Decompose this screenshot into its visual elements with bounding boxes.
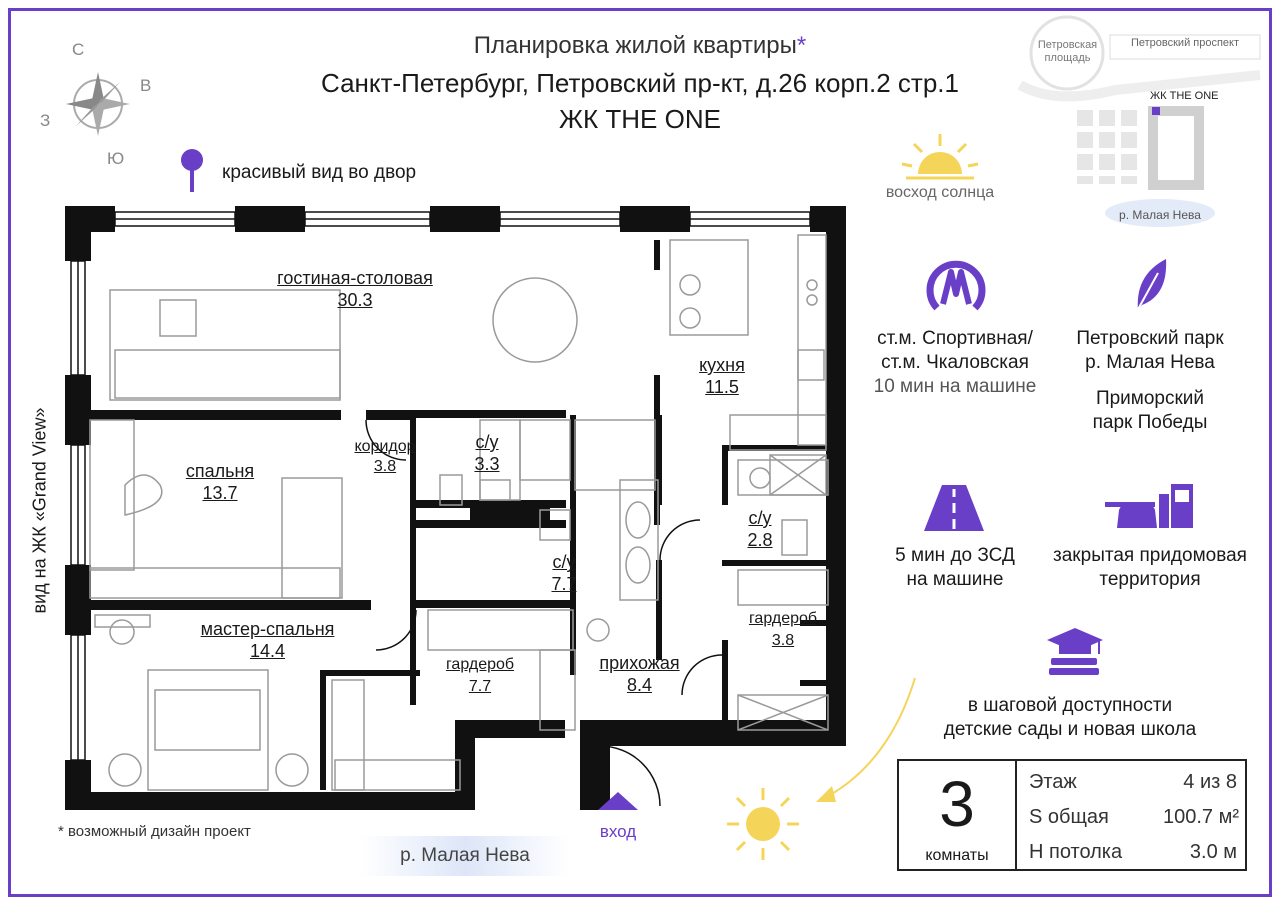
sunrise-label: восход солнца	[885, 184, 995, 201]
metro-icon	[926, 260, 986, 311]
summary-box: 3 комнаты Этаж 4 из 8 S общая 100.7 м² H…	[897, 759, 1247, 871]
entrance-label: вход	[599, 822, 637, 841]
rooms-label: комнаты	[925, 847, 989, 864]
compass-north: С	[72, 40, 85, 59]
floor-value: 4 из 8	[1183, 771, 1237, 793]
compass-icon	[66, 72, 130, 136]
page-frame	[8, 8, 1272, 897]
floor-plan	[65, 206, 846, 810]
location-minimap	[1017, 15, 1261, 227]
road-icon	[924, 485, 984, 531]
compass-west: З	[40, 111, 51, 130]
minimap-square-label: Петровская площадь	[1037, 39, 1098, 64]
sun-icon	[727, 788, 799, 860]
complex-name: ЖК THE ONE	[559, 104, 721, 134]
rooms-count: 3	[939, 768, 975, 840]
barrier-icon	[1105, 484, 1193, 528]
address: Санкт-Петербург, Петровский пр-кт, д.26 …	[321, 68, 959, 98]
sunrise-icon	[901, 134, 979, 180]
footnote: * возможный дизайн проект	[58, 823, 251, 840]
area-label: S общая	[1029, 806, 1109, 828]
view-note: красивый вид во двор	[222, 162, 417, 183]
minimap-river-label: р. Малая Нева	[1119, 208, 1201, 222]
minimap-avenue-label: Петровский проспект	[1130, 37, 1240, 49]
compass-east: В	[140, 76, 152, 95]
height-label: H потолка	[1029, 841, 1123, 863]
river-bottom-label: р. Малая Нева	[400, 845, 530, 866]
side-view-label: вид на ЖК «Grand View»	[29, 407, 50, 614]
sun-path-arrow	[816, 677, 916, 802]
minimap-complex-label: ЖК THE ONE	[1150, 90, 1219, 102]
school-icon	[1047, 628, 1103, 675]
floor-label: Этаж	[1029, 771, 1077, 793]
plan-title: Планировка жилой квартиры*	[473, 32, 807, 59]
compass-south: Ю	[107, 149, 125, 168]
location-pin-icon	[181, 149, 203, 192]
area-value: 100.7 м²	[1162, 806, 1239, 828]
leaf-icon	[1135, 259, 1167, 314]
river-band	[360, 836, 570, 876]
entrance-arrow-icon	[598, 792, 638, 810]
height-value: 3.0 м	[1189, 841, 1237, 863]
